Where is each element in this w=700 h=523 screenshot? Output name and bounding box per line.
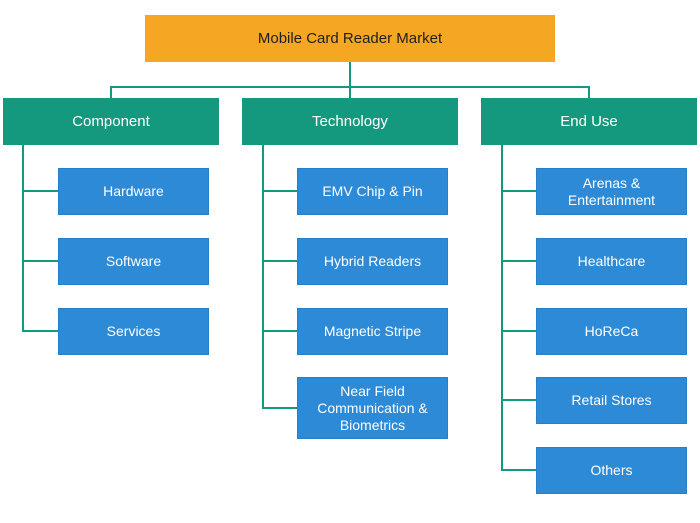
category-component: Component — [3, 98, 219, 145]
leaf-arenas-entertainment: Arenas & Entertainment — [536, 168, 687, 215]
leaf-near-field-communication: Near Field Communication & Biometrics — [297, 377, 448, 439]
leaf-healthcare: Healthcare — [536, 238, 687, 285]
leaf-hybrid-readers: Hybrid Readers — [297, 238, 448, 285]
leaf-emv-chip-pin: EMV Chip & Pin — [297, 168, 448, 215]
leaf-magnetic-stripe: Magnetic Stripe — [297, 308, 448, 355]
leaf-others: Others — [536, 447, 687, 494]
leaf-services: Services — [58, 308, 209, 355]
leaf-horeca: HoReCa — [536, 308, 687, 355]
category-end-use: End Use — [481, 98, 697, 145]
category-technology: Technology — [242, 98, 458, 145]
leaf-retail-stores: Retail Stores — [536, 377, 687, 424]
root-node: Mobile Card Reader Market — [145, 15, 555, 62]
leaf-hardware: Hardware — [58, 168, 209, 215]
leaf-software: Software — [58, 238, 209, 285]
